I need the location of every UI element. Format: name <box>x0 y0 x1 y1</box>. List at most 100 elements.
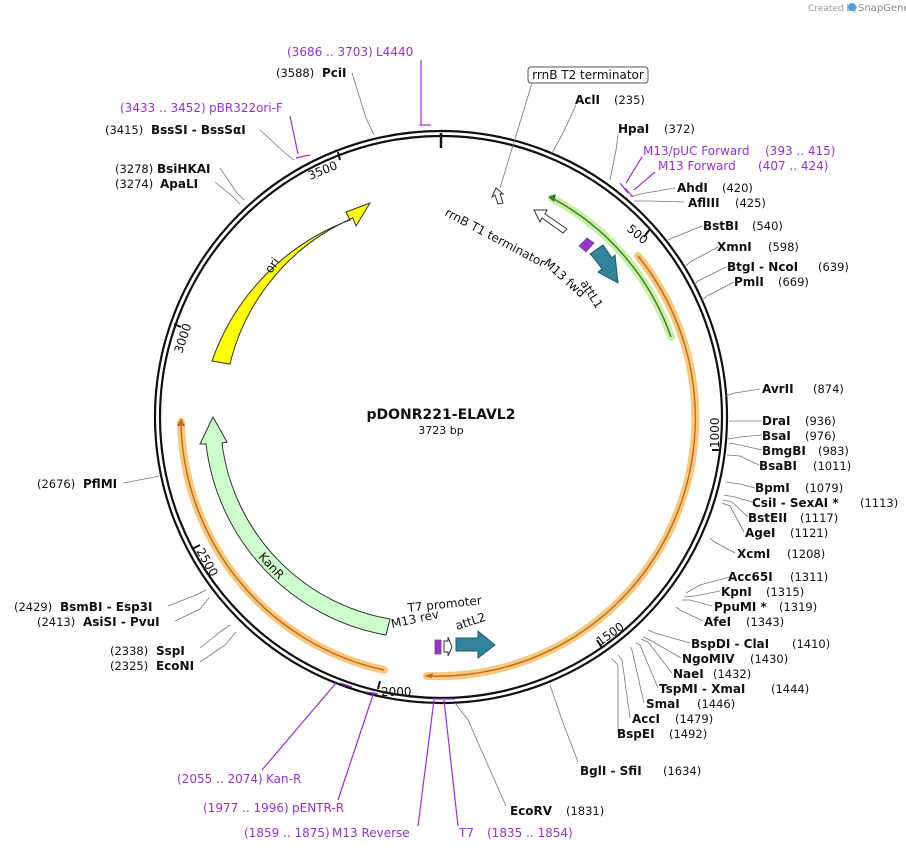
enzyme-pos: (976) <box>805 429 836 443</box>
green-line <box>551 197 672 338</box>
snapgene-logo-icon <box>848 3 856 11</box>
enzyme-name: AgeI <box>745 526 775 540</box>
tick-3000 <box>173 323 182 328</box>
enzyme-leaders <box>122 72 763 807</box>
enzyme-pos: (1492) <box>669 727 707 741</box>
enzyme-pos: (669) <box>778 275 809 289</box>
rrnb-t2-label: rrnB T2 terminator <box>532 68 644 82</box>
enzyme-name: Acc65I <box>728 570 773 584</box>
orf-highlight-right <box>423 252 700 681</box>
primer-name: L4440 <box>376 45 413 59</box>
enzyme-pos: (1831) <box>566 804 604 818</box>
rrnb-t1-feature[interactable] <box>533 209 568 234</box>
enzyme-name: CsiI - SexAI * <box>752 496 839 510</box>
tick-2000 <box>377 680 381 690</box>
enzyme-pos: (1079) <box>805 481 843 495</box>
backbone-outer <box>153 129 729 705</box>
ori-feature[interactable] <box>211 202 372 365</box>
enzyme-name: SmaI <box>646 697 680 711</box>
primer-name: Kan-R <box>266 772 301 786</box>
attl2-feature[interactable] <box>455 629 496 660</box>
enzyme-pos: (235) <box>614 93 645 107</box>
primer-name: T7 <box>458 826 474 840</box>
enzyme-name: EcoRV <box>510 804 553 818</box>
enzyme-name: XmnI <box>717 240 752 254</box>
enzyme-pos: (983) <box>818 444 849 458</box>
enzyme-name: TspMI - XmaI <box>659 682 745 696</box>
enzyme-pos: (3588) <box>276 66 314 80</box>
m13-fwd-feature[interactable] <box>578 237 595 253</box>
enzyme-name: PmlI <box>734 275 764 289</box>
enzyme-name: PciI <box>322 66 347 80</box>
enzyme-name: PflMI <box>83 477 117 491</box>
credit-prefix: Created by <box>808 4 858 14</box>
ori-label: ori <box>262 255 282 276</box>
enzyme-name: BstEII <box>748 511 787 525</box>
enzyme-pos: (1634) <box>663 764 701 778</box>
enzyme-name: BspEI <box>617 727 655 741</box>
enzyme-pos: (1430) <box>750 652 788 666</box>
enzyme-pos: (1121) <box>790 526 828 540</box>
primer-range: (3686 .. 3703) <box>287 45 373 59</box>
primer-range: (407 .. 424) <box>758 159 828 173</box>
enzyme-name: AfeI <box>704 615 731 629</box>
orf-line-left <box>180 421 385 671</box>
rrnb-t2-leader <box>499 82 533 189</box>
enzyme-pos: (1011) <box>813 459 851 473</box>
enzyme-name: DraI <box>762 414 790 428</box>
primer-name: pENTR-R <box>292 801 344 815</box>
primer-name: M13 Reverse <box>332 826 410 840</box>
enzyme-pos: (420) <box>722 181 753 195</box>
enzyme-pos: (639) <box>818 260 849 274</box>
rrnb-t2-label-box <box>527 66 649 84</box>
enzyme-name: BpmI <box>755 481 790 495</box>
primer-range: (1835 .. 1854) <box>487 826 573 840</box>
enzyme-pos: (540) <box>752 219 783 233</box>
enzyme-name: EcoNI <box>156 659 194 673</box>
attl1-feature[interactable] <box>589 244 619 284</box>
tick-label-2000: 2000 <box>381 685 412 699</box>
enzyme-pos: (1446) <box>697 697 735 711</box>
enzyme-name: AclI <box>575 93 600 107</box>
primer-leaders <box>261 60 656 827</box>
enzyme-labels: AclI (235) HpaI (372) AhdI (420) AflIII … <box>14 66 898 818</box>
enzyme-name: BsiHKAI <box>157 162 211 176</box>
enzyme-name: BglI - SfiI <box>580 764 642 778</box>
enzyme-pos: (1319) <box>779 600 817 614</box>
enzyme-pos: (2338) <box>110 644 148 658</box>
m13-rev-feature[interactable] <box>434 639 442 655</box>
rrnb-t1-label: rrnB T1 terminator <box>443 205 548 270</box>
enzyme-pos: (1311) <box>790 570 828 584</box>
enzyme-name: BsaBI <box>759 459 797 473</box>
enzyme-pos: (1315) <box>766 585 804 599</box>
enzyme-name: ApaLI <box>160 177 198 191</box>
enzyme-name: HpaI <box>618 122 649 136</box>
enzyme-name: SspI <box>156 644 185 658</box>
orf-left-arrow-icon <box>177 418 185 426</box>
enzyme-name: BspDI - ClaI <box>691 637 769 651</box>
enzyme-pos: (936) <box>805 414 836 428</box>
primer-range: (1977 .. 1996) <box>203 801 289 815</box>
kanr-feature[interactable] <box>199 415 391 636</box>
enzyme-name: AhdI <box>677 181 708 195</box>
primer-range: (393 .. 415) <box>765 144 835 158</box>
enzyme-name: NgoMIV <box>682 652 735 666</box>
t7-promoter-feature[interactable] <box>443 636 453 657</box>
enzyme-name: BtgI - NcoI <box>727 260 798 274</box>
primer-range: (1859 .. 1875) <box>244 826 330 840</box>
enzyme-pos: (1343) <box>746 615 784 629</box>
primer-name: M13 Forward <box>658 159 736 173</box>
tick-label-1000: 1000 <box>708 417 722 448</box>
enzyme-pos: (1444) <box>771 682 809 696</box>
rrnb-t2-feature[interactable] <box>490 187 505 205</box>
enzyme-pos: (2413) <box>37 615 75 629</box>
enzyme-pos: (3274) <box>115 177 153 191</box>
ticks <box>173 151 719 690</box>
enzyme-pos: (425) <box>735 196 766 210</box>
enzyme-name: BstBI <box>703 219 739 233</box>
enzyme-pos: (3415) <box>105 123 143 137</box>
enzyme-pos: (1410) <box>792 637 830 651</box>
enzyme-pos: (874) <box>813 382 844 396</box>
tick-500 <box>643 228 651 238</box>
